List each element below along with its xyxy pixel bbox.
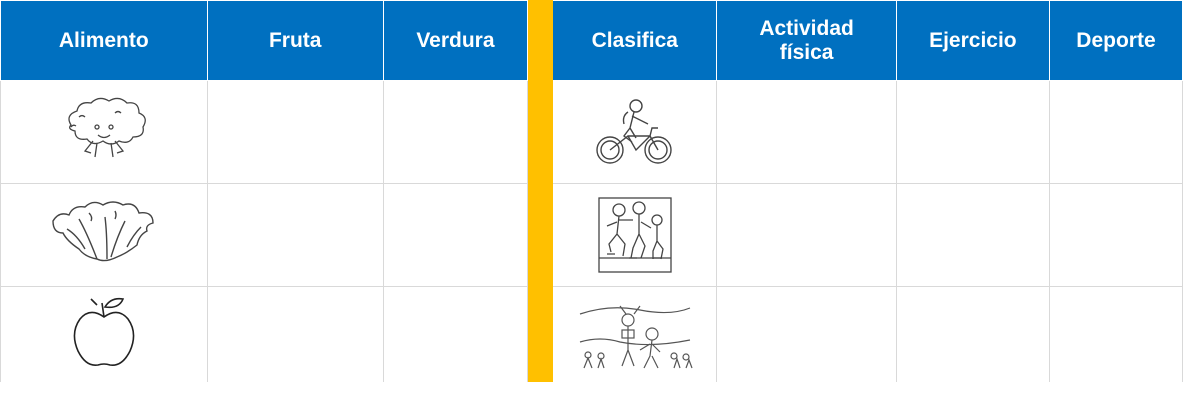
header-fruta: Fruta <box>206 0 384 81</box>
ejercicio-cell[interactable] <box>895 80 1050 184</box>
alimento-cell <box>0 80 208 184</box>
fruta-cell[interactable] <box>206 286 384 382</box>
header-alimento: Alimento <box>0 0 208 81</box>
clasifica-cell <box>552 80 718 184</box>
alimento-cell <box>0 183 208 287</box>
header-actividad-fisica: Actividad física <box>716 0 897 81</box>
table-row <box>0 286 1184 382</box>
header-actividad-line1: Actividad <box>759 16 854 40</box>
yellow-divider-header <box>526 0 554 81</box>
cyclist-icon <box>596 99 672 164</box>
lettuce-icon <box>52 201 154 262</box>
yellow-divider <box>526 183 554 287</box>
apple-icon <box>73 297 135 366</box>
ejercicio-cell[interactable] <box>895 286 1050 382</box>
ejercicio-cell[interactable] <box>895 183 1050 287</box>
actividad-fisica-cell[interactable] <box>716 286 897 382</box>
rollerskating-icon <box>598 197 672 273</box>
fruta-cell[interactable] <box>206 80 384 184</box>
header-row: Alimento Fruta Verdura Clasifica Activid… <box>0 0 1184 81</box>
runners-icon <box>579 305 693 368</box>
verdura-cell[interactable] <box>382 286 528 382</box>
deporte-cell[interactable] <box>1048 286 1184 382</box>
header-verdura: Verdura <box>382 0 528 81</box>
header-clasifica: Clasifica <box>552 0 718 81</box>
header-actividad-line2: física <box>779 40 834 64</box>
verdura-cell[interactable] <box>382 80 528 184</box>
header-deporte: Deporte <box>1048 0 1184 81</box>
table-row <box>0 80 1184 184</box>
table-row <box>0 183 1184 287</box>
header-ejercicio: Ejercicio <box>895 0 1050 81</box>
broccoli-icon <box>68 97 146 158</box>
classification-table: Alimento Fruta Verdura Clasifica Activid… <box>0 0 1184 382</box>
fruta-cell[interactable] <box>206 183 384 287</box>
deporte-cell[interactable] <box>1048 183 1184 287</box>
verdura-cell[interactable] <box>382 183 528 287</box>
actividad-fisica-cell[interactable] <box>716 183 897 287</box>
alimento-cell <box>0 286 208 382</box>
clasifica-cell <box>552 286 718 382</box>
yellow-divider <box>526 80 554 184</box>
actividad-fisica-cell[interactable] <box>716 80 897 184</box>
deporte-cell[interactable] <box>1048 80 1184 184</box>
clasifica-cell <box>552 183 718 287</box>
yellow-divider <box>526 286 554 382</box>
